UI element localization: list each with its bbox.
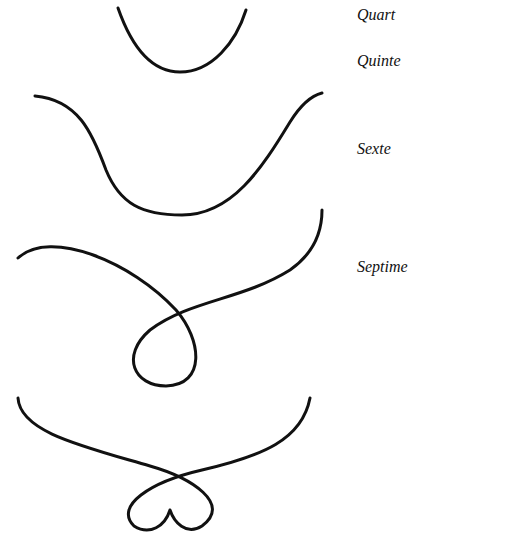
sexte-curve — [18, 210, 322, 386]
quinte-curve — [35, 93, 322, 215]
curve-label: Quart — [357, 6, 395, 24]
curve-label: Quinte — [357, 52, 401, 70]
curve-label: Septime — [357, 258, 408, 276]
curve-label: Sexte — [357, 140, 391, 158]
septime-curve — [18, 398, 310, 530]
quart-curve — [118, 8, 246, 72]
